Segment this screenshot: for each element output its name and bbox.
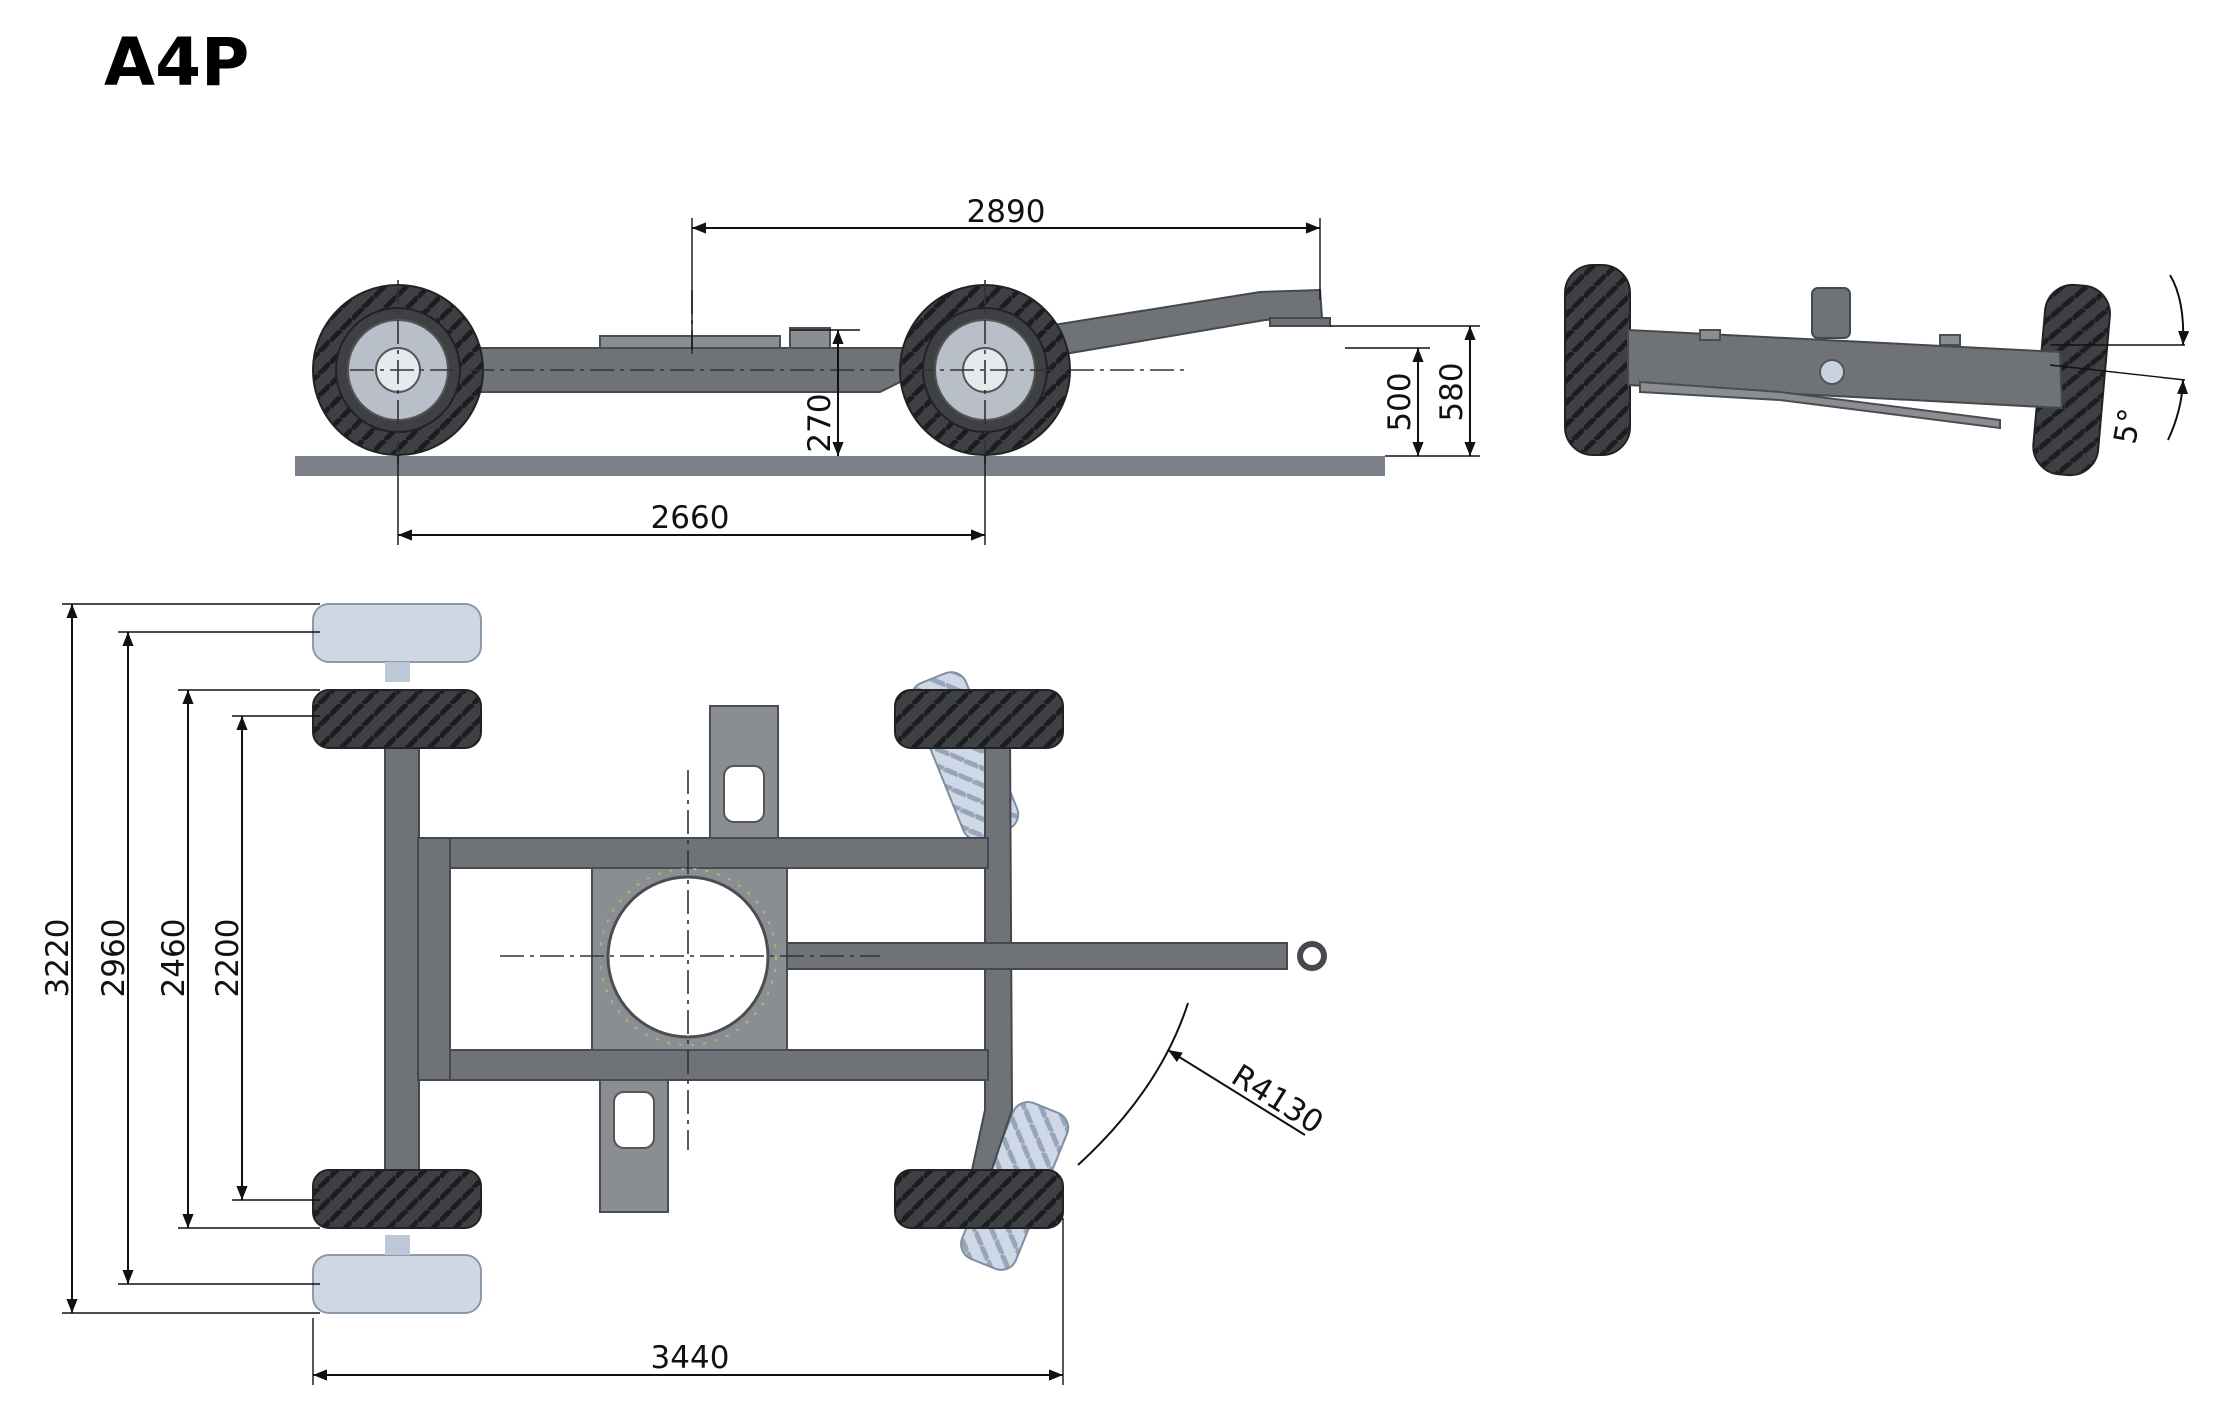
- front-axle-beam: [1627, 328, 2064, 410]
- dim-side-overall: 2890: [967, 194, 1046, 230]
- page-title: A4P: [104, 24, 250, 101]
- turning-radius-arc: [1077, 1002, 1189, 1166]
- top-turntable-ring: [606, 875, 770, 1039]
- side-frame-beam: [429, 288, 1324, 393]
- dim-top-width-2: 2960: [96, 919, 132, 998]
- front-view: 5°: [1564, 264, 2190, 477]
- dim-top-width-outer: 3220: [40, 919, 76, 998]
- dim-side-hitch-high: 580: [1434, 362, 1470, 421]
- dim-side-clearance: 270: [802, 393, 838, 452]
- top-rear-wheel-ghost-top: [312, 603, 482, 663]
- front-left-wheel: [1564, 264, 1631, 456]
- top-drawbar-eye: [1297, 941, 1327, 971]
- dim-side-wheelbase: 2660: [651, 500, 730, 536]
- dim-top-length: 3440: [651, 1340, 730, 1376]
- drawbar-hook: [1269, 317, 1331, 327]
- top-rear-wheel-lower: [312, 1169, 482, 1229]
- top-rear-wheel-upper: [312, 689, 482, 749]
- top-rear-wheel-ghost-bottom: [312, 1254, 482, 1314]
- top-front-wheel-lower: [894, 1169, 1064, 1229]
- ground-line: [295, 456, 1385, 476]
- dim-turning-radius: R4130: [1225, 1058, 1329, 1142]
- top-front-wheel-upper: [894, 689, 1064, 749]
- dim-top-width-3: 2460: [156, 919, 192, 998]
- top-frame-cross-lower: [417, 1049, 989, 1081]
- side-view: 2890 2660 270 500 580: [295, 194, 1480, 545]
- top-frame-cross-upper: [417, 837, 989, 869]
- top-view: 3220 2960 2460 2200 3440 R4130: [40, 603, 1329, 1385]
- dim-top-width-inner: 2200: [210, 919, 246, 998]
- dim-side-hitch-low: 500: [1382, 372, 1418, 431]
- top-rear-axle: [384, 744, 420, 1176]
- dim-front-tilt: 5°: [2107, 406, 2149, 447]
